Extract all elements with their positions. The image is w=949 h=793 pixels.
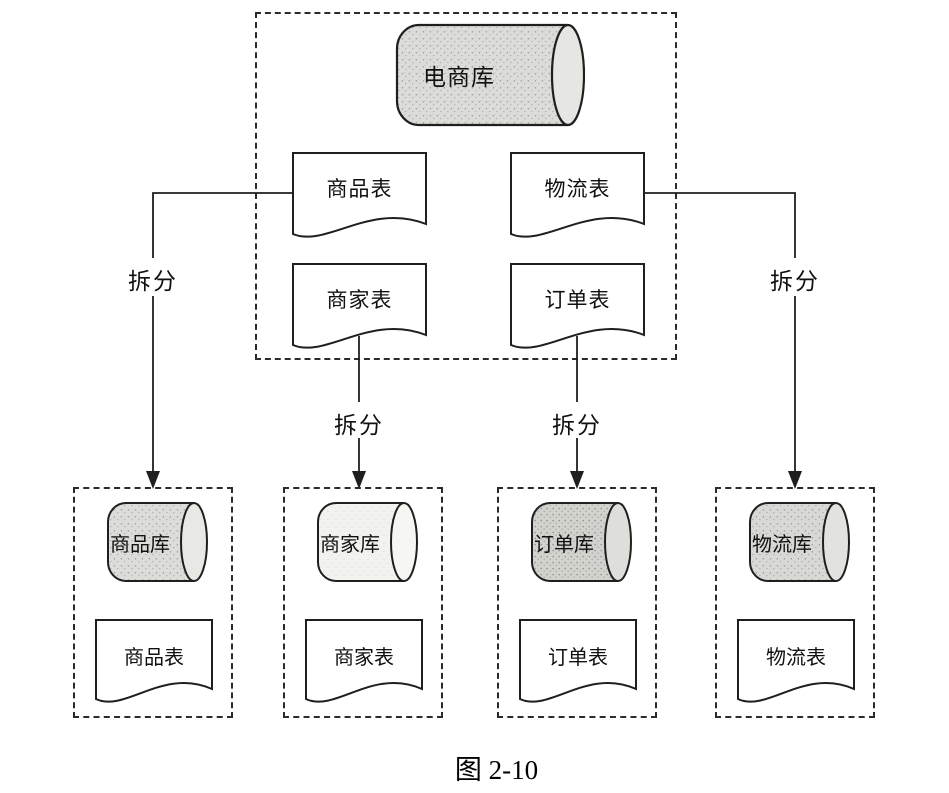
product-shard-doc: 商品表 [95,619,213,707]
cylinder-shape [531,502,632,582]
split-label-product: 拆分 [128,268,178,294]
product-db-cylinder: 商品库 [92,501,212,583]
doc-order-table: 订单表 [510,263,645,353]
source-group-box [255,12,677,360]
document-shape [510,152,645,238]
doc-product-table-label: 商品表 [326,178,393,201]
order-db-cylinder: 订单库 [516,501,636,583]
document-shape [292,152,427,238]
source-database-cylinder: 电商库 [373,23,585,127]
document-shape [737,619,855,703]
doc-logistics-table-label: 物流表 [544,178,611,201]
split-label-logistics: 拆分 [770,268,820,294]
shard-box-merchant: 商家库 商家表 [283,487,443,718]
cylinder-shape [317,502,418,582]
figure-caption: 图 2-10 [454,755,539,785]
shard-box-product: 商品库 商品表 [73,487,233,718]
order-shard-doc: 订单表 [519,619,637,707]
logistics-shard-doc: 物流表 [737,619,855,707]
shard-box-logistics: 物流库 物流表 [715,487,875,718]
logistics-shard-table-label: 物流表 [766,646,826,669]
merchant-shard-doc: 商家表 [305,619,423,707]
merchant-shard-table-label: 商家表 [334,646,394,669]
doc-product-table: 商品表 [292,152,427,242]
doc-merchant-table-label: 商家表 [326,289,393,312]
document-shape [292,263,427,349]
product-shard-table-label: 商品表 [124,646,184,669]
merchant-db-cylinder: 商家库 [302,501,422,583]
document-shape [305,619,423,703]
document-shape [510,263,645,349]
cylinder-shape [107,502,208,582]
logistics-db-label: 物流库 [752,533,812,556]
order-db-label: 订单库 [534,533,594,556]
cylinder-shape [749,502,850,582]
logistics-db-cylinder: 物流库 [734,501,854,583]
document-shape [95,619,213,703]
source-database-label: 电商库 [423,64,495,90]
product-db-label: 商品库 [110,533,170,556]
cylinder-shape [395,23,585,127]
doc-merchant-table: 商家表 [292,263,427,353]
shard-box-order: 订单库 订单表 [497,487,657,718]
merchant-db-label: 商家库 [320,533,380,556]
document-shape [519,619,637,703]
doc-order-table-label: 订单表 [544,289,611,312]
doc-logistics-table: 物流表 [510,152,645,242]
split-label-order: 拆分 [552,412,602,438]
order-shard-table-label: 订单表 [548,646,608,669]
split-label-merchant: 拆分 [334,412,384,438]
